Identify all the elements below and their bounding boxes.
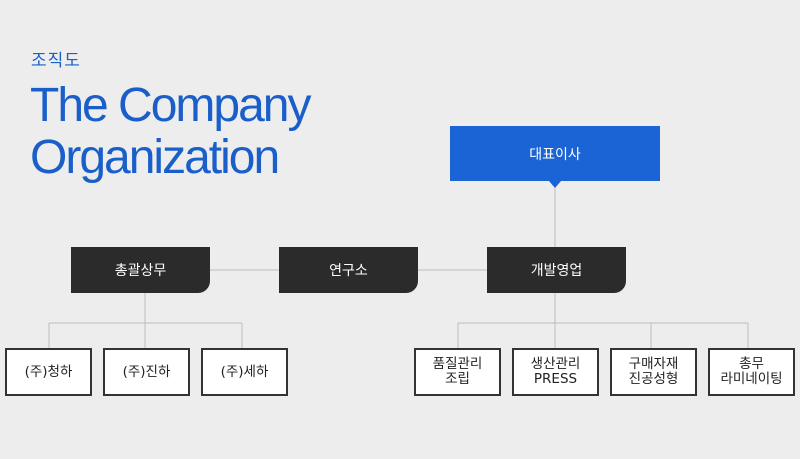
ceo-label: 대표이사: [529, 146, 581, 163]
dept-dev-sales: 개발영업: [487, 247, 626, 293]
affiliate-box-1: (주)청하: [5, 348, 92, 396]
team-box-production: 생산관리 PRESS: [512, 348, 599, 396]
dept-general-manager: 총괄상무: [71, 247, 210, 293]
affiliate-label: (주)청하: [24, 363, 73, 380]
team-label-line-1: 총무: [739, 356, 764, 372]
dept-label: 연구소: [329, 263, 368, 279]
team-box-general-affairs: 총무 라미네이팅: [708, 348, 795, 396]
team-label-line-2: 조립: [445, 371, 470, 387]
team-label-line-2: 진공성형: [628, 371, 679, 387]
team-label-line-1: 생산관리: [530, 356, 581, 372]
affiliate-label: (주)세하: [220, 363, 269, 380]
dept-research-lab: 연구소: [279, 247, 418, 293]
affiliate-label: (주)진하: [122, 363, 171, 380]
affiliate-box-2: (주)진하: [103, 348, 190, 396]
ceo-box: 대표이사: [450, 126, 660, 188]
team-label-line-2: PRESS: [533, 371, 578, 387]
page-title-line-2: Organization: [30, 131, 280, 184]
team-label-line-1: 구매자재: [628, 356, 679, 372]
team-label-line-2: 라미네이팅: [720, 371, 783, 387]
team-label-line-1: 품질관리: [432, 356, 483, 372]
team-box-purchasing: 구매자재 진공성형: [610, 348, 697, 396]
affiliate-box-3: (주)세하: [201, 348, 288, 396]
section-eyebrow: 조직도: [31, 51, 81, 71]
team-box-quality: 품질관리 조립: [414, 348, 501, 396]
dept-label: 개발영업: [530, 263, 583, 279]
page-title: The Company Organization: [30, 79, 311, 184]
dept-label: 총괄상무: [114, 263, 167, 279]
page-title-line-1: The Company: [30, 79, 311, 132]
